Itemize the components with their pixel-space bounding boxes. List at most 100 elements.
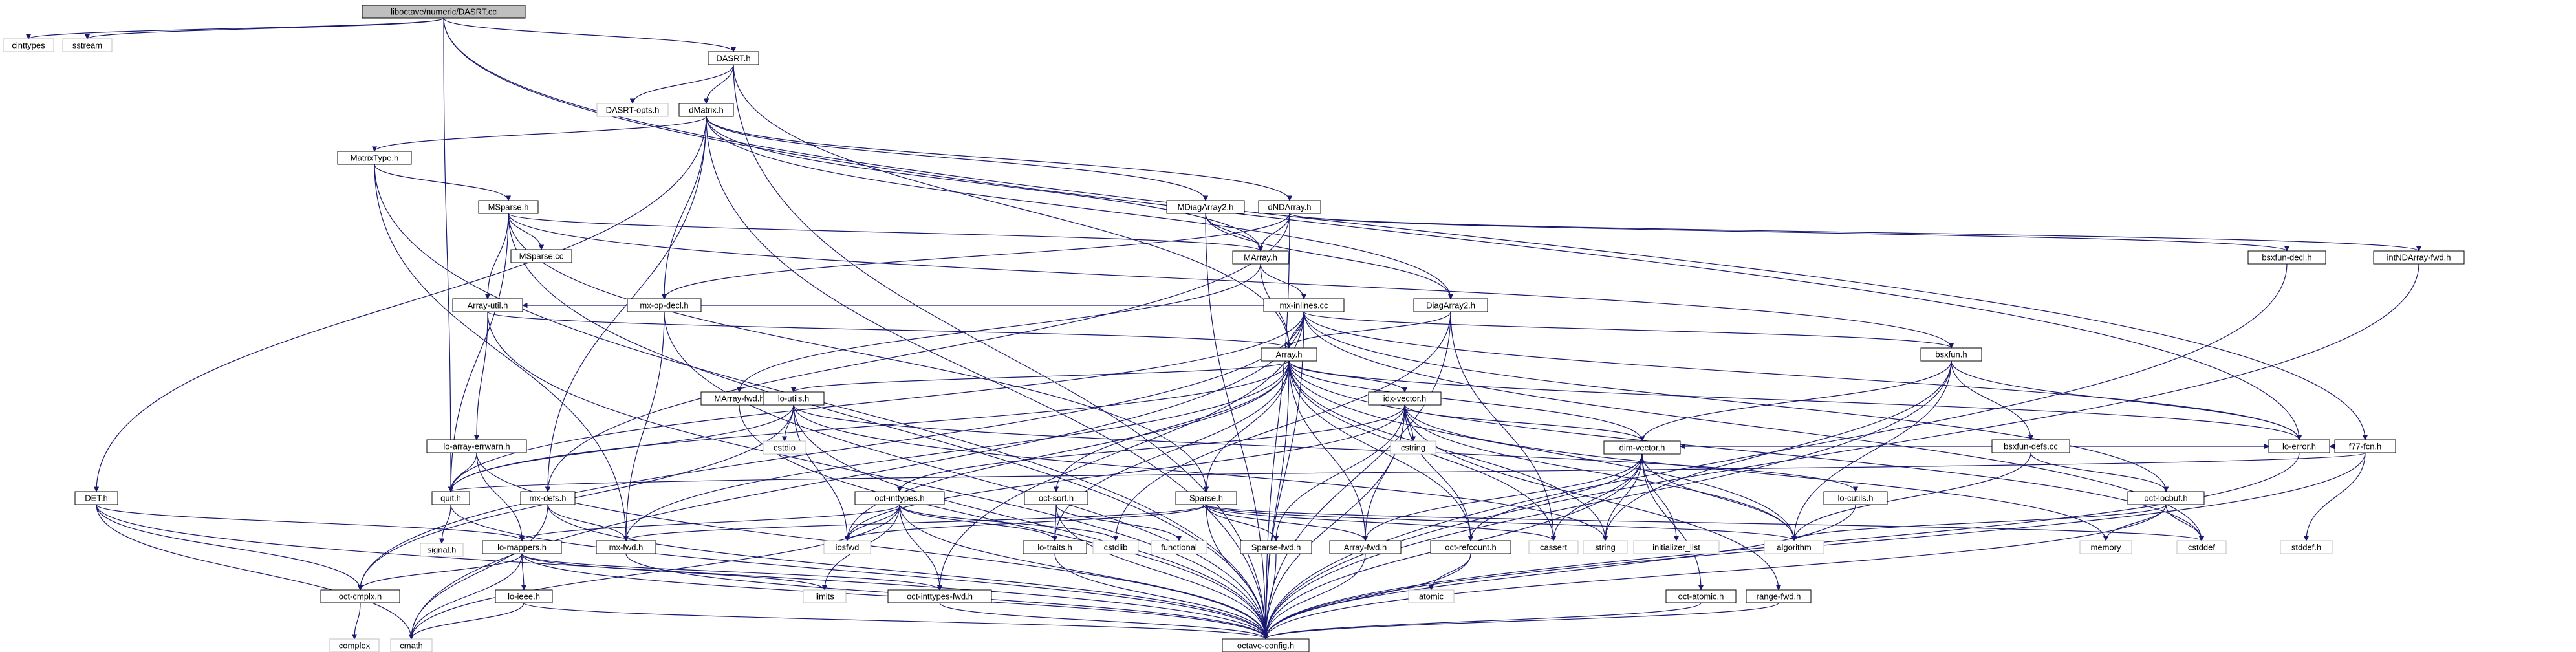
node-box: [362, 5, 526, 19]
edge-loutils-to-octaveconfig: [793, 404, 1269, 640]
node-bsxfun_decl[interactable]: bsxfun-decl.h: [2247, 250, 2326, 265]
node-loarrayerrwarn[interactable]: lo-array-errwarn.h: [426, 439, 527, 453]
edge-marray-to-mxinlines: [1260, 263, 1307, 299]
edge-det-to-lomappers: [96, 504, 525, 541]
node-octcmplx[interactable]: oct-cmplx.h: [320, 589, 400, 603]
node-f77[interactable]: f77-fcn.h: [2334, 439, 2396, 453]
node-iosfwd[interactable]: iosfwd: [823, 540, 871, 554]
node-label: oct-inttypes.h: [874, 494, 924, 503]
node-cstddef[interactable]: cstddef: [2176, 540, 2227, 554]
node-loutils[interactable]: lo-utils.h: [763, 391, 825, 406]
node-atomic[interactable]: atomic: [1408, 589, 1455, 603]
edge-msparse_h-to-msparse_cc: [508, 213, 545, 250]
node-rangefwd[interactable]: range-fwd.h: [1746, 589, 1812, 603]
node-intndarray_fwd[interactable]: intNDArray-fwd.h: [2373, 250, 2465, 265]
node-octaveconfig[interactable]: octave-config.h: [1222, 638, 1310, 652]
node-cstdio[interactable]: cstdio: [763, 440, 806, 455]
node-label: oct-sort.h: [1039, 494, 1074, 503]
node-dimvector[interactable]: dim-vector.h: [1603, 440, 1681, 455]
node-sparse[interactable]: Sparse.h: [1175, 491, 1237, 505]
node-label: cstdlib: [1104, 543, 1128, 552]
node-label: oct-refcount.h: [1445, 543, 1497, 552]
node-octatomic[interactable]: oct-atomic.h: [1665, 589, 1737, 603]
edge-root-to-loerror: [443, 17, 2302, 440]
node-cinttypes[interactable]: cinttypes: [3, 38, 54, 52]
node-label: signal.h: [428, 545, 457, 555]
node-cassert[interactable]: cassert: [1528, 540, 1579, 554]
node-box: [1240, 540, 1312, 554]
node-bsxfun_h[interactable]: bsxfun.h: [1920, 347, 1982, 362]
edge-lomappers-to-loieee: [521, 553, 527, 591]
node-box: [3, 38, 54, 52]
node-mxopdecl[interactable]: mx-op-decl.h: [627, 298, 702, 312]
node-box: [1746, 589, 1812, 603]
node-memory[interactable]: memory: [2079, 540, 2132, 554]
node-dmatrix[interactable]: dMatrix.h: [678, 103, 734, 117]
node-marray_fwd[interactable]: MArray-fwd.h: [700, 391, 778, 406]
node-cstring[interactable]: cstring: [1390, 440, 1436, 455]
node-matrixtype[interactable]: MatrixType.h: [337, 151, 412, 165]
edge-diagarray2-to-cstdlib: [1112, 311, 1451, 541]
node-mxdefs[interactable]: mx-defs.h: [520, 491, 576, 505]
node-signal[interactable]: signal.h: [420, 543, 464, 557]
node-loieee[interactable]: lo-ieee.h: [495, 589, 553, 603]
node-locutils[interactable]: lo-cutils.h: [1823, 491, 1888, 505]
node-lomappers[interactable]: lo-mappers.h: [482, 540, 562, 554]
node-label: complex: [339, 641, 371, 651]
edge-bsxfun_h-to-octaveconfig: [1262, 360, 1952, 640]
node-arrayutil[interactable]: Array-util.h: [452, 298, 523, 312]
node-mxfwd[interactable]: mx-fwd.h: [596, 540, 656, 554]
node-functional[interactable]: functional: [1151, 540, 1207, 554]
node-stddef[interactable]: stddef.h: [2280, 540, 2333, 554]
node-mdiagarray2[interactable]: MDiagArray2.h: [1166, 200, 1245, 214]
node-idxvector[interactable]: idx-vector.h: [1368, 391, 1442, 406]
node-string[interactable]: string: [1583, 540, 1628, 554]
edge-dndarray-to-bsxfun_decl: [1289, 213, 2289, 252]
node-array[interactable]: Array.h: [1261, 347, 1317, 362]
node-marray[interactable]: MArray.h: [1232, 250, 1289, 265]
node-complex[interactable]: complex: [329, 638, 380, 652]
node-mxinlines[interactable]: mx-inlines.cc: [1263, 298, 1345, 312]
node-msparse_cc[interactable]: MSparse.cc: [510, 249, 572, 263]
node-octlocbuf[interactable]: oct-locbuf.h: [2127, 491, 2205, 505]
node-octinttypesfwd[interactable]: oct-inttypes-fwd.h: [887, 589, 992, 603]
edge-dmatrix-to-mxopdecl: [661, 116, 707, 299]
node-box: [420, 543, 464, 557]
node-box: [596, 103, 669, 117]
node-root[interactable]: liboctave/numeric/DASRT.cc: [362, 5, 526, 19]
node-algorithm[interactable]: algorithm: [1764, 540, 1824, 554]
node-dndarray[interactable]: dNDArray.h: [1258, 200, 1321, 214]
node-cmath[interactable]: cmath: [390, 638, 433, 652]
edge-mxinlines-to-octcmplx: [357, 311, 1304, 591]
node-sparsefwd[interactable]: Sparse-fwd.h: [1240, 540, 1312, 554]
edge-loutils-to-locutils: [793, 404, 1859, 492]
edge-idxvector-to-octrefcount: [1404, 404, 1474, 541]
edge-dndarray-to-marray: [1257, 213, 1290, 252]
edge-bsxfun_h-to-algorithm: [1791, 360, 1952, 541]
node-dasrtopts[interactable]: DASRT-opts.h: [596, 103, 669, 117]
node-det[interactable]: DET.h: [74, 491, 118, 505]
node-bsxfundefs[interactable]: bsxfun-defs.cc: [1991, 439, 2070, 453]
node-dasrt_h[interactable]: DASRT.h: [708, 51, 759, 65]
node-limits[interactable]: limits: [803, 589, 847, 603]
node-initlist[interactable]: initializer_list: [1633, 540, 1720, 554]
node-msparse_h[interactable]: MSparse.h: [478, 200, 539, 214]
node-quit[interactable]: quit.h: [431, 491, 470, 505]
node-lotraits[interactable]: lo-traits.h: [1023, 540, 1087, 554]
edge-octinttypes-to-cstdlib: [899, 504, 1119, 541]
node-sstream[interactable]: sstream: [62, 38, 113, 52]
node-arrayfwd[interactable]: Array-fwd.h: [1329, 540, 1402, 554]
edge-dasrt_h-to-array: [733, 64, 1292, 349]
node-diagarray2[interactable]: DiagArray2.h: [1413, 298, 1488, 312]
node-cstdlib[interactable]: cstdlib: [1092, 540, 1139, 554]
edge-root-to-quit: [443, 17, 454, 492]
node-label: oct-cmplx.h: [339, 592, 382, 602]
node-box: [2079, 540, 2132, 554]
node-box: [2373, 250, 2465, 265]
node-octinttypes[interactable]: oct-inttypes.h: [854, 491, 945, 505]
node-octrefcount[interactable]: oct-refcount.h: [1430, 540, 1511, 554]
node-box: [708, 51, 759, 65]
node-loerror[interactable]: lo-error.h: [2268, 439, 2330, 453]
edge-octinttypes-to-cmath: [408, 504, 900, 640]
node-octsort[interactable]: oct-sort.h: [1024, 491, 1088, 505]
